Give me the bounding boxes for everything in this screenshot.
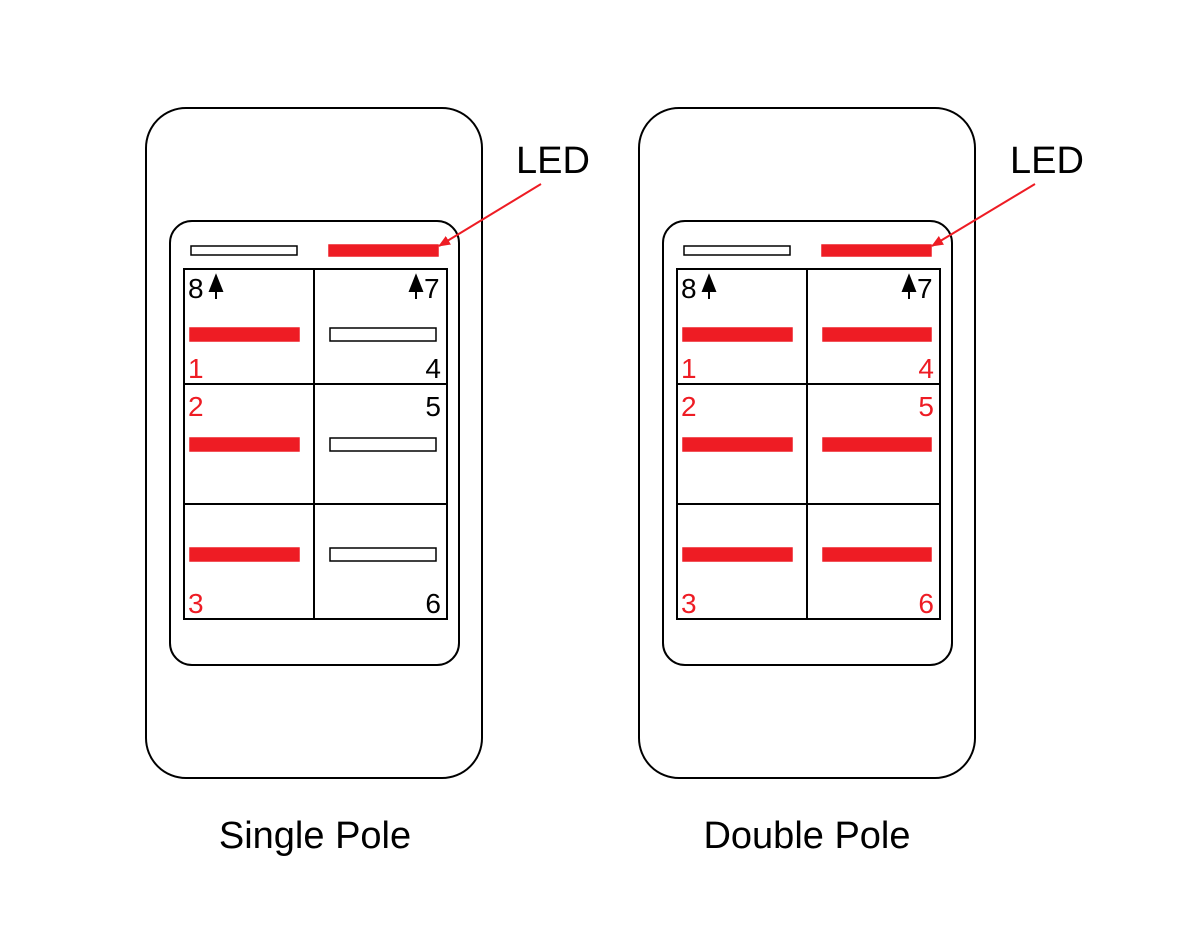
pin-6-label: 6: [425, 588, 441, 619]
pin-grid: [676, 268, 941, 620]
pin-6-label: 6: [918, 588, 934, 619]
pin-7-label: 7: [424, 273, 440, 304]
pin-4-bar: [329, 327, 437, 342]
up-arrow-icon: [901, 273, 917, 299]
up-arrow-icon: [408, 273, 424, 299]
switch-outer-body: [145, 107, 483, 779]
pin-3-label: 3: [188, 588, 204, 619]
up-arrow-icon: [701, 273, 717, 299]
pin-8-label: 8: [681, 273, 697, 304]
pin-8-label: 8: [188, 273, 204, 304]
top-left-bar: [683, 245, 791, 256]
pin-3-label: 3: [681, 588, 697, 619]
pin-1-bar: [189, 327, 300, 342]
double-pole-diagram: 8 7 1 2 3 4 5 6 LED Double Pole: [638, 107, 1084, 857]
pin-4-bar: [822, 327, 932, 342]
up-arrow-icon: [208, 273, 224, 299]
pin-2-label: 2: [681, 391, 697, 422]
switch-inner-panel: [662, 220, 953, 666]
led-pointer-arrow: [931, 183, 1036, 247]
pin-2-label: 2: [188, 391, 204, 422]
led-label: LED: [1010, 140, 1084, 182]
pin-3-bar: [682, 547, 793, 562]
led-label: LED: [516, 140, 590, 182]
pin-5-label: 5: [918, 391, 934, 422]
pin-1-bar: [682, 327, 793, 342]
switch-inner-panel: [169, 220, 460, 666]
pin-grid: [183, 268, 448, 620]
switch-outer-body: [638, 107, 976, 779]
pin-2-bar: [189, 437, 300, 452]
led-pointer-arrow: [438, 183, 542, 247]
pin-1-label: 1: [681, 353, 697, 384]
pin-4-label: 4: [425, 353, 441, 384]
pin-1-label: 1: [188, 353, 204, 384]
pin-6-bar: [822, 547, 932, 562]
pin-5-bar: [822, 437, 932, 452]
diagram-caption: Double Pole: [703, 815, 910, 857]
diagram-caption: Single Pole: [219, 815, 411, 857]
pin-4-label: 4: [918, 353, 934, 384]
pin-5-bar: [329, 437, 437, 452]
pin-7-label: 7: [917, 273, 933, 304]
led-bar: [328, 244, 439, 257]
top-left-bar: [190, 245, 298, 256]
single-pole-diagram: 8 7 1 2 3 4 5 6 LED Single Pole: [145, 107, 590, 857]
pin-3-bar: [189, 547, 300, 562]
pin-5-label: 5: [425, 391, 441, 422]
pin-6-bar: [329, 547, 437, 562]
pin-2-bar: [682, 437, 793, 452]
led-bar: [821, 244, 932, 257]
